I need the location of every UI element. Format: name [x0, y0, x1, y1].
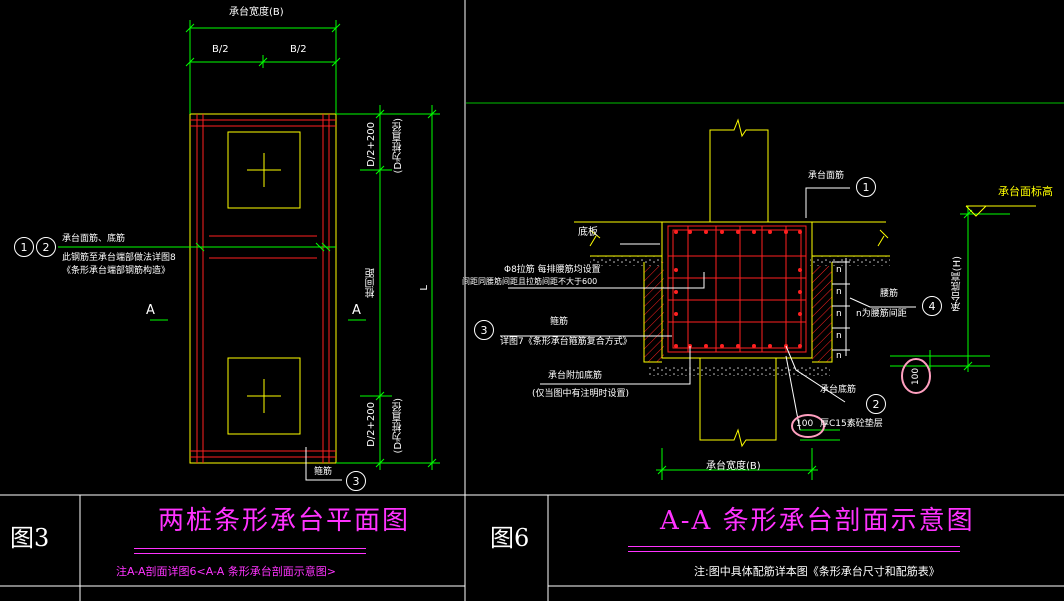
markup-circles — [791, 358, 931, 438]
right-title: A-A 条形承台剖面示意图 — [660, 506, 975, 536]
plan-rebar — [190, 114, 336, 463]
floor-slab-label: 底板 — [578, 227, 598, 238]
top-rebar-label: 承台面筋 — [808, 171, 845, 181]
stirrup-text-2: 间距同腰筋间距且拉筋间距不大于600 — [462, 277, 598, 286]
callout-3-leader — [305, 447, 342, 481]
stirrup-text-1: Φ8拉筋 每排腰筋均设置 — [504, 265, 601, 275]
extra-bottom-text-2: (仅当图中有注明时设置) — [532, 389, 630, 399]
section-rebar — [667, 225, 807, 353]
left-note: 注A-A剖面详图6<A-A 条形承台剖面示意图> — [116, 565, 336, 578]
section-leaders — [500, 187, 916, 431]
left-title: 两桩条形承台平面图 — [158, 506, 411, 536]
dim-top-offset: D/2+200 — [366, 122, 377, 167]
pile-bottom — [227, 357, 301, 435]
waist-mark-1: n — [836, 265, 842, 275]
dim-half-right: B/2 — [290, 44, 307, 55]
waist-rebar-note: n为腰筋间距 — [856, 309, 907, 319]
dim-spacing: 桩间距 — [366, 268, 377, 298]
waist-spacing-ticks — [832, 258, 850, 356]
section-width-label: 承台宽度(B) — [706, 461, 761, 472]
callout-text-1: 承台面筋、底筋 — [62, 234, 126, 244]
stirrup-label: 箍筋 — [550, 317, 569, 327]
markup-100-bottom — [791, 414, 825, 438]
dim-length: L — [419, 285, 430, 291]
elevation-symbol — [965, 205, 1036, 217]
waist-mark-2: n — [836, 287, 842, 297]
dim-100-right: 100 — [911, 367, 922, 386]
pile-top — [227, 131, 301, 209]
dim-100-bottom: 100 — [796, 419, 814, 429]
section-mark-right: A — [352, 303, 361, 318]
plan-dimensions — [58, 20, 440, 470]
stirrup-detail: 详图7《条形承台箍筋复合方式》 — [500, 337, 632, 347]
waist-mark-3: n — [836, 309, 842, 319]
callout-bubble-3: 3 — [346, 471, 366, 491]
cap-top-elev-label: 承台面标高 — [998, 185, 1053, 198]
dim-bottom-note: (D为桩直径) — [393, 398, 404, 454]
left-title-underline — [134, 548, 366, 554]
dim-top-note: (D为桩直径) — [393, 118, 404, 174]
left-fig-number: 图3 — [10, 524, 50, 552]
section-hatch — [590, 256, 890, 376]
rebar-dots — [674, 230, 802, 348]
callout-bubble-1: 1 — [14, 237, 34, 257]
callout-bubble-2: 2 — [36, 237, 56, 257]
callout-text-3: 《条形承台端部钢筋构造》 — [62, 266, 171, 276]
section-callout-1: 1 — [856, 177, 876, 197]
bottom-rebar-label: 承台底筋 — [820, 385, 857, 395]
dim-half-left: B/2 — [212, 44, 229, 55]
plan-cap-outline — [189, 113, 337, 464]
dim-bottom-offset: D/2+200 — [366, 402, 377, 447]
section-callout-2: 2 — [866, 394, 886, 414]
callout-text-2: 此钢筋至承台端部做法详图8 — [62, 253, 176, 263]
section-callout-3: 3 — [474, 320, 494, 340]
markup-100-right — [901, 358, 931, 394]
waist-mark-4: n — [836, 331, 842, 341]
right-title-underline — [628, 546, 960, 552]
dim-width-label: 承台宽度(B) — [229, 7, 284, 18]
cushion-label: 厚C15素砼垫层 — [820, 419, 883, 429]
right-note: 注:图中具体配筋详本图《条形承台尺寸和配筋表》 — [694, 565, 940, 578]
section-callout-4: 4 — [922, 296, 942, 316]
extra-bottom-text-1: 承台附加底筋 — [548, 371, 603, 381]
section-dimensions — [656, 206, 1010, 480]
cap-height-label: 承台底高(H) — [952, 256, 963, 312]
section-outline — [574, 118, 890, 448]
waist-mark-5: n — [836, 351, 842, 361]
section-mark-left: A — [146, 303, 155, 318]
callout-3-text: 箍筋 — [314, 467, 333, 477]
right-fig-number: 图6 — [490, 524, 530, 552]
waist-rebar-label: 腰筋 — [880, 289, 899, 299]
